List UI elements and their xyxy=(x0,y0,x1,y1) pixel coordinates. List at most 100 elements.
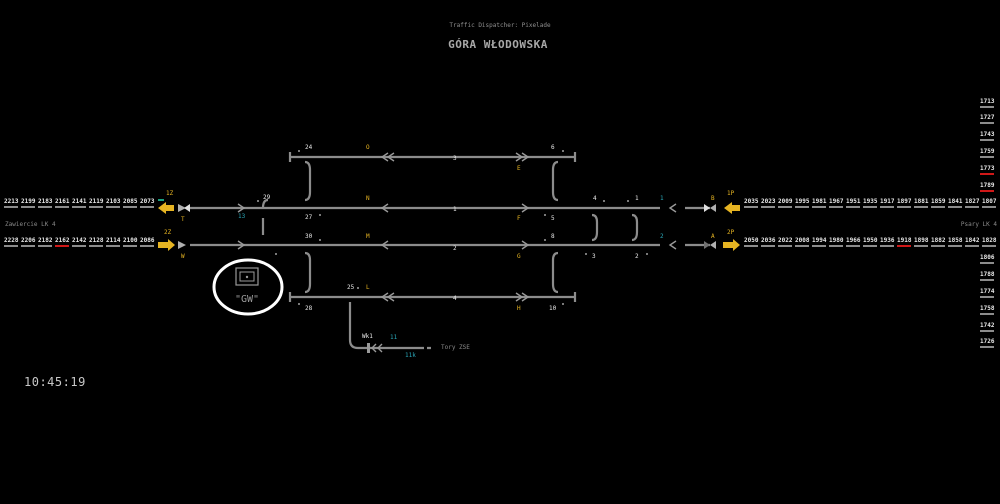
train-number[interactable]: 1827 xyxy=(965,198,980,205)
train-number[interactable]: 2035 xyxy=(744,198,759,205)
switch-30[interactable]: 30 xyxy=(305,233,313,240)
signal-O[interactable]: O xyxy=(366,144,370,151)
train-number[interactable]: 1918 xyxy=(897,237,912,244)
train-number[interactable]: 1881 xyxy=(914,198,929,205)
train-number[interactable]: 2050 xyxy=(744,237,759,244)
train-number[interactable]: 1935 xyxy=(863,198,878,205)
switch-8[interactable]: 8 xyxy=(551,233,555,240)
train-number[interactable]: 2103 xyxy=(106,198,121,205)
train-number[interactable]: 1950 xyxy=(863,237,878,244)
train-number[interactable]: 1759 xyxy=(980,148,995,155)
train-number[interactable]: 2228 xyxy=(4,237,19,244)
train-number[interactable]: 1743 xyxy=(980,131,995,138)
signal-1P[interactable]: 1P xyxy=(727,190,735,197)
train-number[interactable]: 2009 xyxy=(778,198,793,205)
train-number[interactable]: 1726 xyxy=(980,338,995,345)
train-number[interactable]: 1713 xyxy=(980,98,995,105)
signal-L[interactable]: L xyxy=(366,284,370,291)
switch-6[interactable]: 6 xyxy=(551,144,555,151)
signal-M[interactable]: M xyxy=(366,233,370,240)
train-number[interactable]: 1842 xyxy=(965,237,980,244)
switch-27[interactable]: 27 xyxy=(305,214,313,221)
train-number[interactable]: 1967 xyxy=(829,198,844,205)
train-number[interactable]: 1995 xyxy=(795,198,810,205)
train-number[interactable]: 2036 xyxy=(761,237,776,244)
switch-5[interactable]: 5 xyxy=(551,215,555,222)
signal-W[interactable]: W xyxy=(181,253,185,260)
train-number[interactable]: 2100 xyxy=(123,237,138,244)
train-number[interactable]: 1936 xyxy=(880,237,895,244)
train-number[interactable]: 2022 xyxy=(778,237,793,244)
signal-F[interactable]: F xyxy=(517,215,521,222)
train-number[interactable]: 1951 xyxy=(846,198,861,205)
train-number[interactable]: 1788 xyxy=(980,271,995,278)
train-number[interactable]: 2213 xyxy=(4,198,19,205)
train-bar xyxy=(980,346,994,348)
train-number[interactable]: 1858 xyxy=(948,237,963,244)
train-number[interactable]: 1727 xyxy=(980,114,995,121)
switch-1[interactable]: 1 xyxy=(635,195,639,202)
train-number[interactable]: 1917 xyxy=(880,198,895,205)
signal-A[interactable]: A xyxy=(711,233,715,240)
train-number[interactable]: 2023 xyxy=(761,198,776,205)
train-number[interactable]: 2128 xyxy=(89,237,104,244)
train-number[interactable]: 1841 xyxy=(948,198,963,205)
train-number[interactable]: 1897 xyxy=(897,198,912,205)
train-number[interactable]: 1981 xyxy=(812,198,827,205)
train-number[interactable]: 2073 xyxy=(140,198,155,205)
signal-E[interactable]: E xyxy=(517,165,521,172)
train-number[interactable]: 2142 xyxy=(72,237,87,244)
gw-control[interactable]: "GW" xyxy=(212,258,284,316)
train-number[interactable]: 2183 xyxy=(38,198,53,205)
signal-T[interactable]: T xyxy=(181,216,185,223)
train-number[interactable]: 2182 xyxy=(38,237,53,244)
switch-28[interactable]: 28 xyxy=(305,305,313,312)
train-number[interactable]: 2162 xyxy=(55,237,70,244)
switch-4[interactable]: 4 xyxy=(593,195,597,202)
switch-Wk1[interactable]: Wk1 xyxy=(362,333,373,340)
switch-3[interactable]: 3 xyxy=(592,253,596,260)
signal-1Z[interactable]: 1Z xyxy=(166,190,174,197)
switch-2[interactable]: 2 xyxy=(635,253,639,260)
train-number[interactable]: 1994 xyxy=(812,237,827,244)
train-number[interactable]: 2086 xyxy=(140,237,155,244)
train-number[interactable]: 1807 xyxy=(982,198,997,205)
switch-24[interactable]: 24 xyxy=(305,144,313,151)
train-number[interactable]: 2085 xyxy=(123,198,138,205)
signal-B[interactable]: B xyxy=(711,195,715,202)
train-number[interactable]: 1774 xyxy=(980,288,995,295)
train-number[interactable]: 1898 xyxy=(914,237,929,244)
signal-N[interactable]: N xyxy=(366,195,370,202)
switch-11k[interactable]: 11k xyxy=(405,352,416,359)
train-number[interactable]: 1980 xyxy=(829,237,844,244)
train-number[interactable]: 2008 xyxy=(795,237,810,244)
switch-11[interactable]: 11 xyxy=(390,334,398,341)
switch-13[interactable]: 13 xyxy=(238,213,246,220)
train-number[interactable]: 2119 xyxy=(89,198,104,205)
siding-label: Tory ZSE xyxy=(441,344,470,351)
signal-2Z[interactable]: 2Z xyxy=(164,229,172,236)
train-number[interactable]: 2199 xyxy=(21,198,36,205)
signal-2P[interactable]: 2P xyxy=(727,229,735,236)
gw-box-icon[interactable] xyxy=(235,267,259,286)
switch-29[interactable]: 29 xyxy=(263,194,271,201)
train-number[interactable]: 1882 xyxy=(931,237,946,244)
train-number[interactable]: 2161 xyxy=(55,198,70,205)
entry-arrows[interactable] xyxy=(158,199,740,251)
switch-10[interactable]: 10 xyxy=(549,305,557,312)
train-number[interactable]: 2141 xyxy=(72,198,87,205)
signal-G[interactable]: G xyxy=(517,253,521,260)
train-number[interactable]: 1758 xyxy=(980,305,995,312)
train-number[interactable]: 1789 xyxy=(980,182,995,189)
train-number[interactable]: 1859 xyxy=(931,198,946,205)
train-number[interactable]: 2206 xyxy=(21,237,36,244)
signal-H[interactable]: H xyxy=(517,305,521,312)
signal-heads[interactable] xyxy=(178,204,716,249)
train-number[interactable]: 2114 xyxy=(106,237,121,244)
switch-25[interactable]: 25 xyxy=(347,284,355,291)
train-number[interactable]: 1773 xyxy=(980,165,995,172)
train-number[interactable]: 1742 xyxy=(980,322,995,329)
train-number[interactable]: 1806 xyxy=(980,254,995,261)
train-number[interactable]: 1828 xyxy=(982,237,997,244)
train-number[interactable]: 1966 xyxy=(846,237,861,244)
